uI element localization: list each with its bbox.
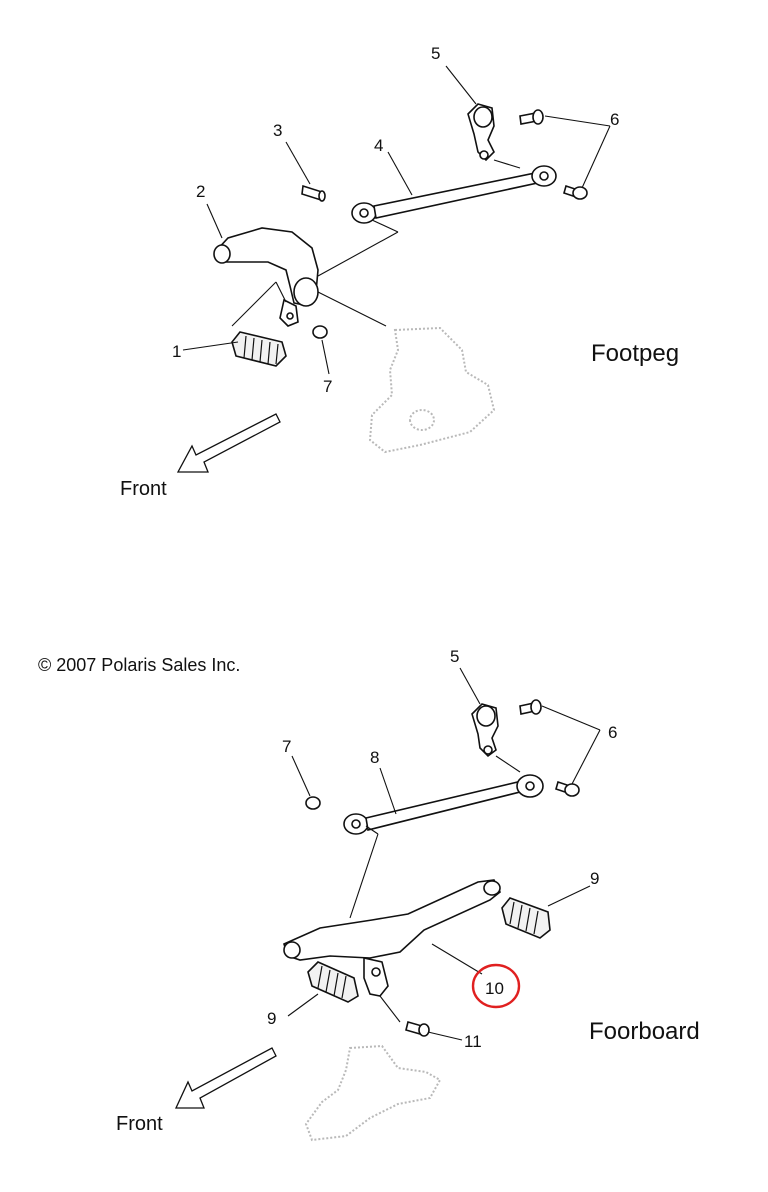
bolt-3 bbox=[301, 184, 326, 202]
callout-6: 6 bbox=[610, 110, 619, 129]
callout-2: 2 bbox=[196, 182, 205, 201]
frame-bracket-ghost bbox=[368, 326, 496, 454]
footpeg-assembly: 1 2 3 4 5 6 7 Footpeg Front bbox=[120, 44, 679, 500]
footpeg-leaders bbox=[182, 65, 611, 375]
bolt-6-upper bbox=[519, 109, 544, 125]
front-label-footpeg: Front bbox=[120, 478, 167, 500]
foorboard-leaders bbox=[287, 667, 601, 1041]
callout-3: 3 bbox=[273, 121, 282, 140]
front-arrow-icon-lower bbox=[174, 1047, 277, 1109]
callout-7-lower: 7 bbox=[282, 737, 291, 756]
section-title-footpeg: Footpeg bbox=[591, 340, 679, 367]
brake-pedal bbox=[283, 879, 502, 997]
callout-10: 10 bbox=[485, 979, 504, 998]
bolt-6-lower-upper bbox=[519, 699, 542, 715]
highlight-circle-10 bbox=[471, 963, 521, 1009]
footpeg-rubber-right bbox=[501, 897, 551, 939]
lever-toe-end bbox=[213, 244, 231, 264]
footpeg-rubber-left bbox=[307, 961, 359, 1003]
shift-rod bbox=[351, 165, 557, 224]
nut-7 bbox=[312, 325, 328, 339]
callout-7: 7 bbox=[323, 377, 332, 396]
shift-rod-lower bbox=[343, 774, 544, 835]
callout-9-left: 9 bbox=[267, 1009, 276, 1028]
lever-pivot bbox=[293, 277, 319, 307]
front-arrow-icon bbox=[176, 413, 281, 473]
callout-1: 1 bbox=[172, 342, 181, 361]
lever-tab-hole bbox=[286, 312, 294, 320]
callout-4: 4 bbox=[374, 136, 383, 155]
footpeg-rubber bbox=[231, 331, 287, 367]
copyright-notice: © 2007 Polaris Sales Inc. bbox=[38, 655, 240, 675]
callout-5-lower: 5 bbox=[450, 647, 459, 666]
callout-11: 11 bbox=[464, 1032, 482, 1051]
section-title-foorboard: Foorboard bbox=[589, 1018, 700, 1045]
bolt-6-lower bbox=[563, 184, 588, 200]
nut-7-lower bbox=[305, 796, 321, 810]
bolt-6-lower-lower bbox=[555, 780, 580, 797]
foorboard-assembly: 5 6 7 8 9 9 10 11 Foorboard Front bbox=[116, 647, 700, 1142]
callout-5: 5 bbox=[431, 44, 440, 63]
callout-6-lower: 6 bbox=[608, 723, 617, 742]
front-label-foorboard: Front bbox=[116, 1113, 163, 1135]
callout-8: 8 bbox=[370, 748, 379, 767]
shift-arm bbox=[467, 103, 495, 162]
bolt-11 bbox=[405, 1021, 430, 1037]
shift-arm-lower bbox=[471, 703, 499, 758]
callout-9-right: 9 bbox=[590, 869, 599, 888]
frame-bracket-ghost-lower bbox=[304, 1044, 442, 1142]
